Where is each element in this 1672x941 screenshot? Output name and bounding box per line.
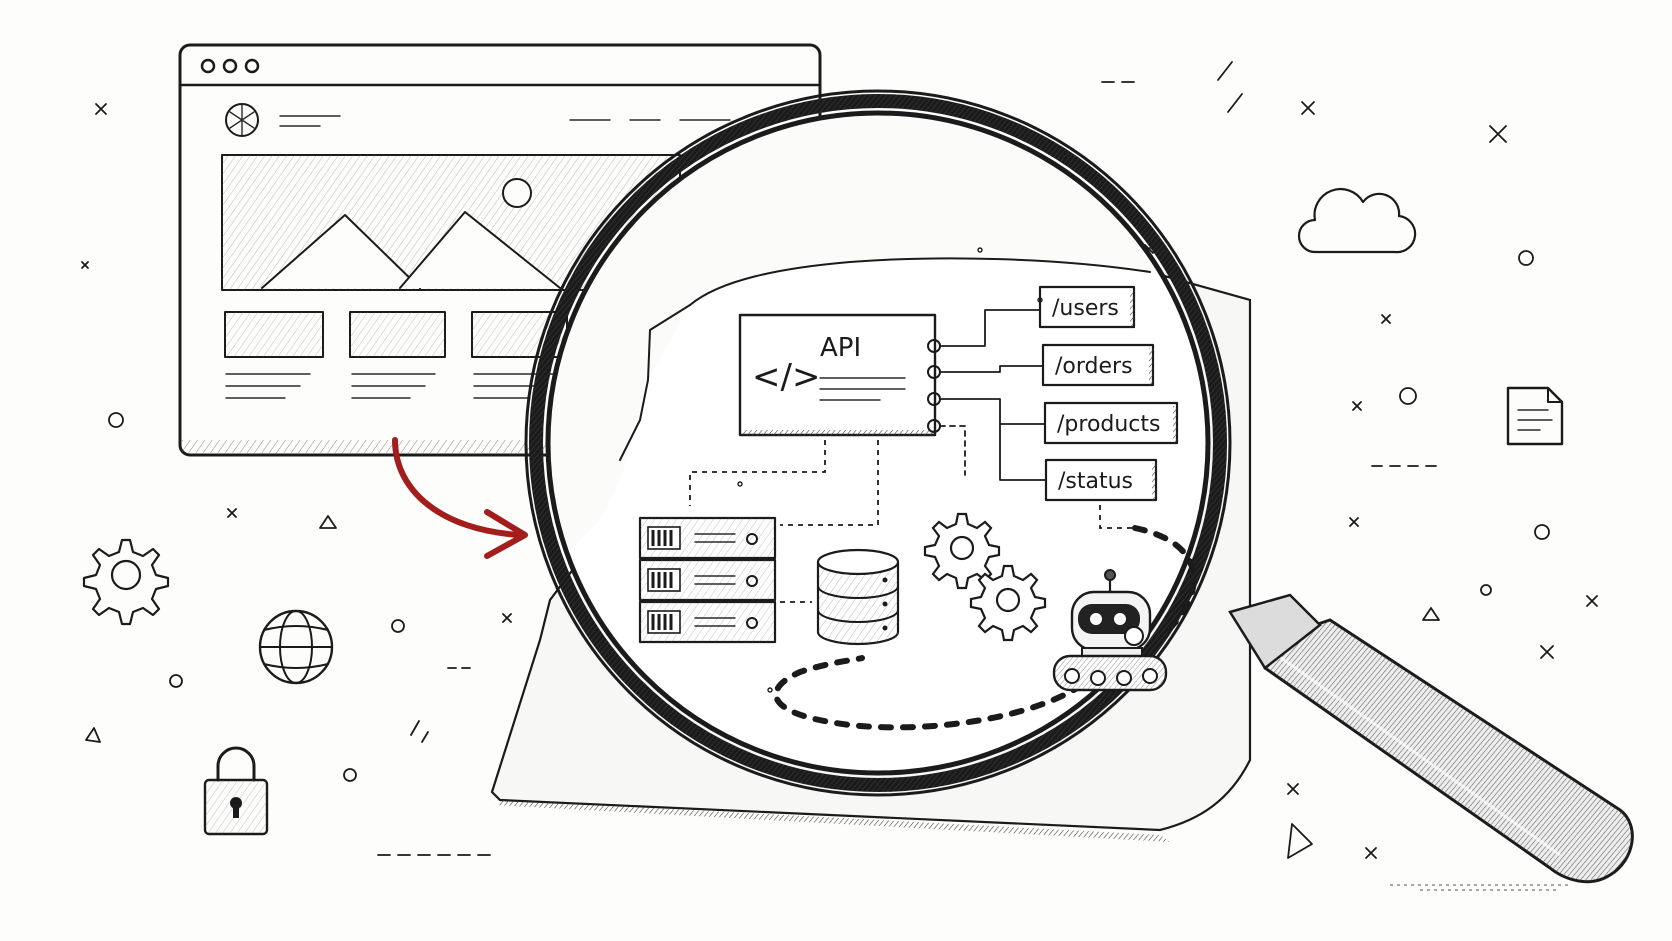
api-diagram: </> API /users /orders bbox=[638, 247, 1197, 731]
lens-specks bbox=[737, 247, 1043, 693]
api-label: API bbox=[820, 333, 861, 363]
endpoint-status: /status bbox=[1044, 458, 1158, 502]
endpoint-orders: /orders bbox=[1041, 343, 1155, 387]
server-rack-icon bbox=[638, 516, 777, 644]
endpoint-label: /status bbox=[1058, 469, 1133, 494]
site-logo-icon bbox=[225, 103, 259, 137]
cloud-icon bbox=[1297, 188, 1417, 254]
padlock-icon bbox=[203, 746, 269, 836]
endpoint-users: /users bbox=[1038, 285, 1136, 329]
window-controls-icon bbox=[200, 58, 260, 74]
gear-icon bbox=[923, 512, 1001, 590]
gear-icon bbox=[969, 564, 1047, 642]
endpoint-label: /users bbox=[1052, 296, 1119, 321]
robot-icon bbox=[1052, 569, 1168, 692]
gear-icon bbox=[82, 538, 170, 626]
endpoint-products: /products bbox=[1043, 401, 1179, 445]
database-icon bbox=[816, 548, 900, 646]
content-cards bbox=[224, 311, 568, 399]
api-box: </> API bbox=[738, 313, 941, 437]
endpoint-label: /products bbox=[1057, 412, 1161, 437]
robot-path bbox=[773, 525, 1197, 731]
endpoint-label: /orders bbox=[1055, 354, 1133, 379]
magnifier-handle bbox=[1228, 593, 1634, 891]
endpoint-connectors bbox=[939, 309, 1047, 481]
code-symbol-icon: </> bbox=[752, 357, 820, 397]
infrastructure-links bbox=[689, 440, 1135, 603]
document-icon bbox=[1506, 386, 1564, 446]
globe-icon bbox=[258, 609, 334, 685]
red-arrow-icon bbox=[392, 437, 528, 559]
